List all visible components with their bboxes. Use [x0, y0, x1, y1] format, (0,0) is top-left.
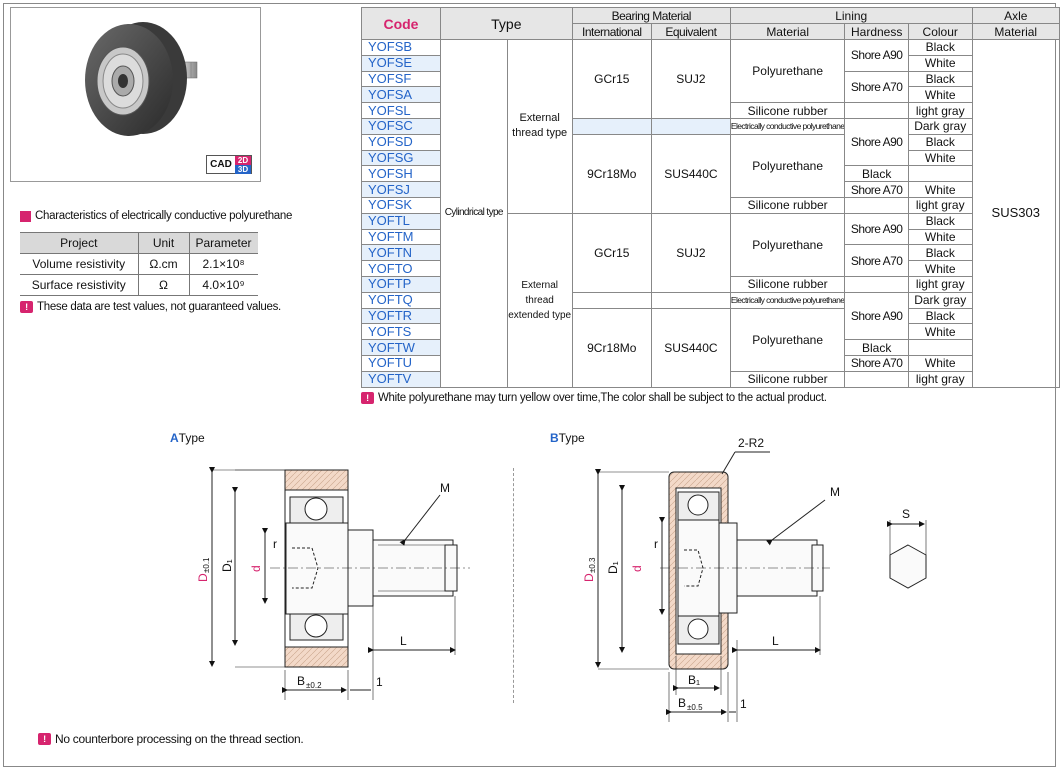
square-bullet-icon — [20, 210, 31, 222]
bottom-note: !No counterbore processing on the thread… — [38, 732, 304, 746]
cad-label: CAD — [207, 156, 235, 173]
info-icon: ! — [38, 733, 51, 745]
spec-note: !White polyurethane may turn yellow over… — [361, 392, 827, 404]
cad-3d: 3D — [235, 165, 251, 174]
spec-table: Code Type Bearing Material Lining Axle I… — [361, 7, 1060, 388]
divider — [513, 468, 514, 703]
info-icon: ! — [20, 301, 33, 313]
info-icon: ! — [361, 392, 374, 404]
ecp-note: !These data are test values, not guarant… — [20, 301, 281, 313]
b-type-title: BType — [550, 431, 585, 445]
ecp-title: Characteristics of electrically conducti… — [20, 210, 292, 222]
cad-2d: 2D — [235, 156, 251, 165]
a-type-title: AType — [170, 431, 205, 445]
